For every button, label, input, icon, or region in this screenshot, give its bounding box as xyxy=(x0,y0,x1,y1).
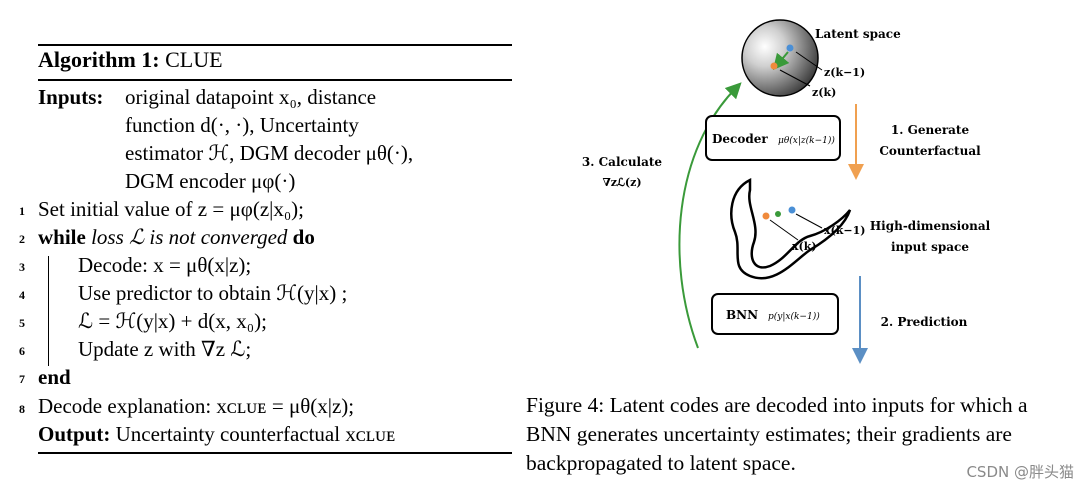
step-6-text: Update z with ∇z ℒ; xyxy=(78,337,252,361)
algorithm-bottom-rule xyxy=(38,452,512,454)
step-number: 7 xyxy=(19,372,25,386)
highdim-label-2: input space xyxy=(891,240,969,254)
z-prev-pointer xyxy=(795,51,823,71)
figure-caption: Figure 4: Latent codes are decoded into … xyxy=(526,393,1028,475)
bnn-label: BNN xyxy=(726,308,758,322)
step3-label: 3. Calculate xyxy=(582,155,662,169)
z-curr-label: z(k) xyxy=(812,86,836,99)
step-8-text: Decode explanation: xᴄʟᴜᴇ = μθ(x|z); xyxy=(38,394,355,418)
inputs-line-3: estimator ℋ, DGM decoder μθ(·), xyxy=(125,141,414,165)
loop-body-bar xyxy=(48,256,49,366)
output-text: Uncertainty counterfactual xᴄʟᴜᴇ xyxy=(115,422,396,446)
inputs-line-2: function d(·, ·), Uncertainty xyxy=(125,113,359,137)
step-1-text: Set initial value of z = μφ(z|x₀); xyxy=(38,197,305,221)
latent-space-label: Latent space xyxy=(815,27,901,41)
algorithm-title-name: CLUE xyxy=(165,47,223,72)
input-point-mid xyxy=(775,211,781,217)
bnn-math: p(y|x(k−1)) xyxy=(768,311,820,322)
x-prev-label: x(k−1) xyxy=(824,224,865,237)
latent-point-curr xyxy=(770,62,778,70)
while-keyword: while xyxy=(38,225,86,249)
step-number: 5 xyxy=(19,316,25,330)
x-curr-pointer xyxy=(769,219,799,241)
step-number: 6 xyxy=(19,344,25,358)
highdim-label-1: High-dimensional xyxy=(870,219,991,233)
algorithm-title-label: Algorithm 1: xyxy=(38,47,160,72)
algorithm-title: Algorithm 1: CLUE xyxy=(38,47,223,73)
z-curr-pointer xyxy=(779,69,811,87)
watermark: CSDN @胖头猫 xyxy=(966,463,1074,481)
step-number: 4 xyxy=(19,288,25,302)
z-prev-label: z(k−1) xyxy=(824,66,865,79)
backprop-arrow xyxy=(678,82,742,349)
step-number: 1 xyxy=(19,204,25,218)
step1-label-2: Counterfactual xyxy=(879,144,981,158)
step-number: 3 xyxy=(19,260,25,274)
decoder-label: Decoder xyxy=(712,132,768,146)
step2-label: 2. Prediction xyxy=(881,315,968,329)
step-number: 8 xyxy=(19,402,25,416)
step-4-text: Use predictor to obtain ℋ(y|x) ; xyxy=(78,281,348,305)
step-2-while: while loss ℒ is not converged do xyxy=(38,224,315,250)
input-point-prev xyxy=(788,206,796,214)
algorithm-title-rule xyxy=(38,79,512,81)
do-keyword: do xyxy=(292,225,315,249)
step-5-text: ℒ = ℋ(y|x) + d(x, x₀); xyxy=(78,309,267,333)
while-condition: loss ℒ is not converged xyxy=(91,225,288,249)
latent-step-arrow xyxy=(772,51,790,71)
end-keyword: end xyxy=(38,365,71,389)
inputs-line-1: original datapoint x₀, distance xyxy=(125,85,377,109)
input-point-curr xyxy=(762,212,770,220)
latent-point-prev xyxy=(786,44,794,52)
step1-label-1: 1. Generate xyxy=(891,123,970,137)
bnn-box xyxy=(711,293,839,335)
x-curr-label: x(k) xyxy=(792,240,817,253)
output-label: Output: xyxy=(38,422,111,446)
step3-gradient: ∇zℒ(z) xyxy=(602,176,641,189)
x-prev-pointer xyxy=(795,213,823,229)
inputs-line-4: DGM encoder μφ(·) xyxy=(125,169,296,193)
output-line: Output: Uncertainty counterfactual xᴄʟᴜᴇ xyxy=(38,421,396,447)
step-3-text: Decode: x = μθ(x|z); xyxy=(78,253,252,277)
decoder-box xyxy=(705,115,841,161)
step-number: 2 xyxy=(19,232,25,246)
algorithm-top-rule xyxy=(38,44,512,46)
input-manifold xyxy=(730,177,852,280)
decoder-math: μθ(x|z(k−1)) xyxy=(778,135,835,146)
clue-diagram: Latent space z(k−1) z(k) 3. Calculate ∇z… xyxy=(582,19,991,364)
inputs-label: Inputs: xyxy=(38,85,104,109)
